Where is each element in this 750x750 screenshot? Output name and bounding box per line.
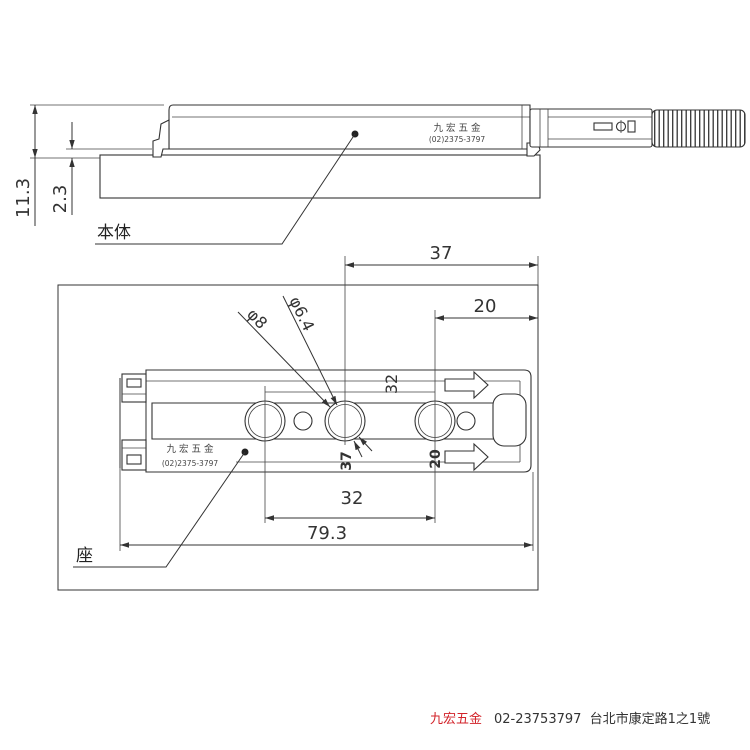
body-left-clip — [152, 119, 170, 158]
seat-label: 座 — [76, 546, 93, 566]
seat-phone-text: (02)2375-3797 — [162, 459, 219, 468]
pin-hole-right — [456, 411, 476, 431]
plunger-mark-block — [627, 120, 636, 133]
diameter-large-label: φ8 — [243, 305, 271, 333]
mounting-panel-outline — [57, 284, 539, 591]
plan-view: 九 宏 五 金 (02)2375-3797 座 37 20 32 37 20 3… — [57, 243, 539, 591]
diameter-leader-large — [237, 311, 331, 408]
dimension-79-3: 79.3 — [307, 523, 347, 544]
seat-brand-text: 九 宏 五 金 — [166, 443, 214, 455]
diameter-leader-small-tail — [353, 440, 363, 458]
direction-arrow-bottom — [444, 442, 489, 472]
body-label: 本体 — [97, 223, 131, 243]
seat-clip-tab-top-inner — [126, 378, 142, 388]
body-phone-text: (02)2375-3797 — [429, 135, 486, 144]
diameter-leader-large-tail — [358, 436, 373, 452]
direction-arrow-top — [444, 370, 489, 400]
dimension-plate-thickness: 2.3 — [50, 185, 71, 214]
seat-clip-tab-top — [121, 373, 147, 403]
plate-side — [99, 154, 541, 199]
dimension-37: 37 — [430, 243, 453, 264]
dimension-32-upper: 32 — [382, 374, 401, 394]
seat-clip-tab-bottom-inner — [126, 454, 142, 465]
diameter-leader-small — [282, 295, 338, 406]
footer: 九宏五金 02-23753797 台北市康定路1之1號 — [430, 711, 710, 727]
dimension-height-overall: 11.3 — [13, 178, 34, 218]
pin-hole-left — [293, 411, 313, 431]
body-leader-line — [95, 133, 356, 245]
footer-brand: 九宏五金 — [430, 711, 482, 727]
plunger-head-top — [492, 393, 527, 447]
dimension-32-lower: 32 — [341, 488, 364, 509]
side-elevation-view: 九 宏 五 金 (02)2375-3797 11.3 2.3 本体 — [13, 104, 746, 245]
plunger-slot — [593, 122, 613, 131]
plunger-knurled-knob — [651, 109, 746, 148]
body-brand-text: 九 宏 五 金 — [433, 122, 481, 134]
dimension-20: 20 — [474, 296, 497, 317]
footer-contact: 02-23753797 台北市康定路1之1號 — [494, 711, 710, 727]
body-side-outline — [168, 104, 531, 150]
seat-leader-line — [73, 451, 246, 568]
diameter-small-label: φ6.4 — [285, 293, 318, 334]
seat-mark-20: 20 — [428, 449, 444, 469]
seat-mark-37: 37 — [339, 451, 355, 470]
